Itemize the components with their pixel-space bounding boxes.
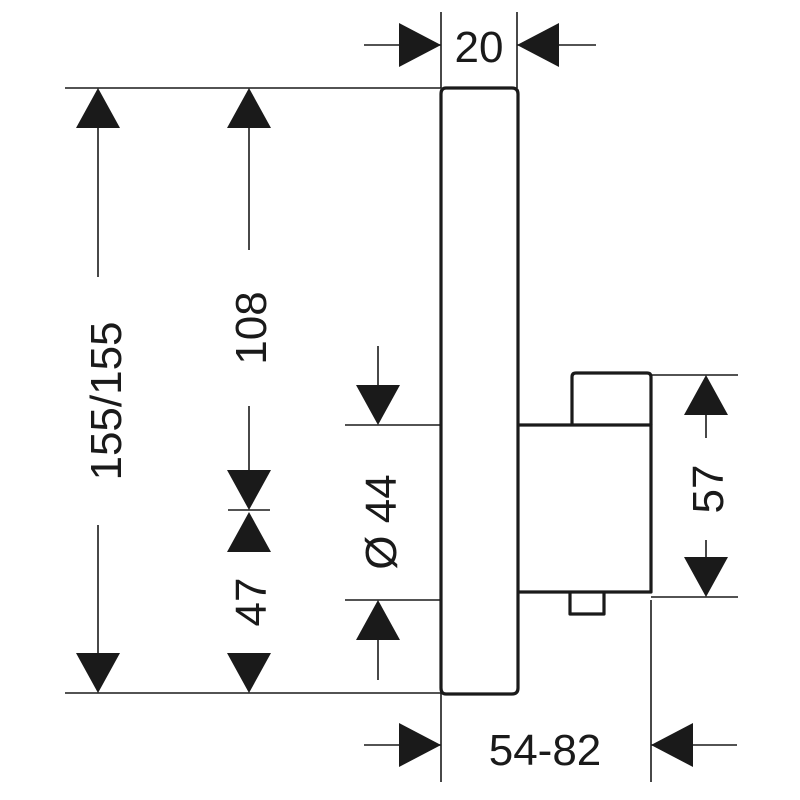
dimension-label-installation-depth: 54-82 bbox=[489, 726, 602, 775]
arrow-up-icon bbox=[684, 375, 728, 415]
arrow-right-icon bbox=[399, 723, 441, 767]
arrow-up-icon bbox=[356, 600, 400, 640]
dimension-label-total-height: 155/155 bbox=[82, 321, 131, 480]
arrow-right-icon bbox=[399, 23, 441, 67]
valve-cap bbox=[570, 371, 653, 425]
dimension-lower-height: 47 bbox=[227, 509, 276, 693]
product-profile bbox=[439, 86, 653, 696]
arrow-down-icon bbox=[684, 557, 728, 597]
dimension-label-pipe-diameter: Ø 44 bbox=[357, 474, 406, 569]
valve-body bbox=[518, 423, 653, 594]
dimension-installation-depth: 54-82 bbox=[364, 723, 737, 775]
extension-lines bbox=[65, 12, 738, 782]
arrow-down-icon bbox=[227, 653, 271, 693]
dimension-pipe-diameter: Ø 44 bbox=[356, 346, 406, 680]
dimension-label-depth-top: 20 bbox=[455, 23, 504, 72]
arrow-down-icon bbox=[356, 385, 400, 425]
cover-plate bbox=[439, 86, 520, 696]
dimension-label-module-height: 57 bbox=[684, 465, 733, 514]
dimension-total-height: 155/155 bbox=[76, 88, 131, 693]
arrow-left-icon bbox=[517, 23, 559, 67]
dimension-upper-height: 108 bbox=[227, 88, 276, 510]
dimension-depth-top: 20 bbox=[364, 23, 596, 72]
arrow-down-icon bbox=[227, 470, 271, 510]
dimension-label-lower-height: 47 bbox=[227, 578, 276, 627]
dimension-module-height: 57 bbox=[684, 375, 733, 597]
arrow-up-icon bbox=[227, 512, 271, 552]
dimension-label-upper-height: 108 bbox=[227, 291, 276, 364]
arrow-left-icon bbox=[651, 723, 693, 767]
arrow-down-icon bbox=[76, 653, 120, 693]
arrow-up-icon bbox=[227, 88, 271, 128]
valve-outlet bbox=[568, 592, 606, 616]
arrow-up-icon bbox=[76, 88, 120, 128]
